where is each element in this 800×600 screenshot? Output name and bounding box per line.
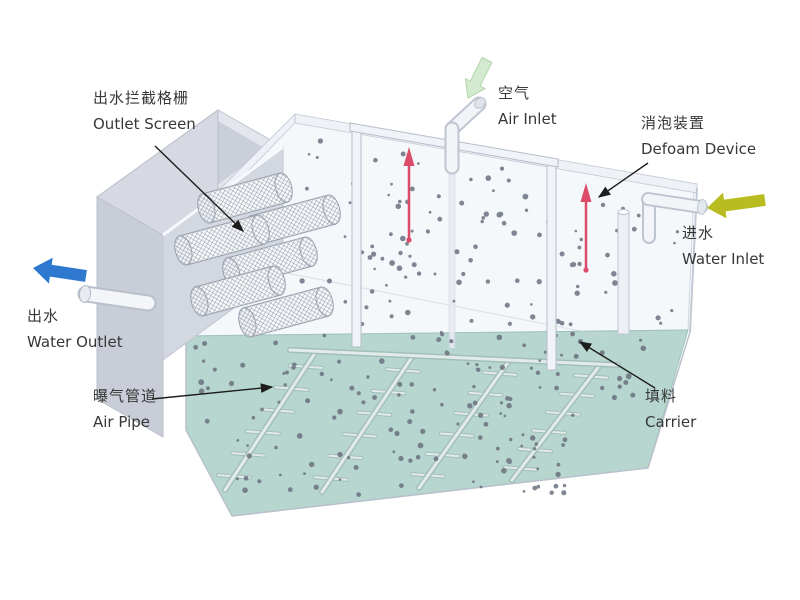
water-outlet-opening xyxy=(78,285,92,303)
label-defoam-device: 消泡装置 Defoam Device xyxy=(641,110,756,162)
defoam-pipe-cap xyxy=(617,209,630,215)
defoam-spray-arrow-1 xyxy=(403,147,415,243)
edge-bottom-front xyxy=(231,467,649,517)
water-outlet-flow-arrow xyxy=(33,257,87,284)
leader-lines xyxy=(151,145,656,400)
label-air-inlet: 空气 Air Inlet xyxy=(498,80,557,132)
edge-right-front xyxy=(647,331,691,469)
screen-cylinder xyxy=(238,286,334,338)
label-defoam-device-en: Defoam Device xyxy=(641,140,757,158)
label-water-outlet-zh: 出水 xyxy=(27,307,60,325)
label-air-inlet-zh: 空气 xyxy=(498,84,531,102)
label-water-outlet: 出水 Water Outlet xyxy=(27,303,123,355)
label-air-pipe: 曝气管道 Air Pipe xyxy=(93,383,157,435)
label-water-outlet-en: Water Outlet xyxy=(27,333,123,351)
label-air-inlet-en: Air Inlet xyxy=(498,110,557,128)
water-inlet-opening xyxy=(696,199,708,215)
label-outlet-screen-zh: 出水拦截格栅 xyxy=(93,89,190,107)
label-outlet-screen-en: Outlet Screen xyxy=(93,115,196,133)
label-water-inlet: 进水 Water Inlet xyxy=(682,220,764,272)
defoam-spray-arrow-2 xyxy=(580,183,592,273)
defoam-device xyxy=(403,147,630,335)
frame-post-right xyxy=(546,159,557,371)
water-outlet-pipe xyxy=(77,285,157,312)
leader-defoam-device xyxy=(597,162,649,198)
label-carrier-zh: 填料 xyxy=(645,387,678,405)
label-air-pipe-zh: 曝气管道 xyxy=(93,387,158,405)
label-carrier: 填料 Carrier xyxy=(645,383,696,435)
air-pipe-opening xyxy=(474,97,486,109)
label-carrier-en: Carrier xyxy=(645,413,697,431)
label-outlet-screen: 出水拦截格栅 Outlet Screen xyxy=(93,85,196,137)
label-air-pipe-en: Air Pipe xyxy=(93,413,150,431)
screen-cylinder xyxy=(197,172,293,224)
label-defoam-device-zh: 消泡装置 xyxy=(641,114,706,132)
spray-base-1 xyxy=(406,237,412,243)
leader-outlet-screen xyxy=(154,145,245,232)
air-inlet-flow-arrow xyxy=(464,57,493,99)
air-inlet-pipe xyxy=(444,96,487,175)
label-water-inlet-zh: 进水 xyxy=(682,224,715,242)
spray-base-2 xyxy=(583,267,589,273)
spray-head-2 xyxy=(580,183,592,202)
water-inlet-flow-arrow xyxy=(707,192,766,219)
water-inlet-pipe xyxy=(641,192,708,244)
defoam-pipe xyxy=(617,211,630,335)
leader-carrier xyxy=(578,341,656,389)
frame-post-left xyxy=(351,126,362,348)
spray-head-1 xyxy=(403,147,415,166)
label-water-inlet-en: Water Inlet xyxy=(682,250,765,268)
screen-cylinder xyxy=(190,265,286,317)
edge-left-front xyxy=(185,429,233,517)
leader-air-pipe xyxy=(151,383,274,400)
chamber-front-wall xyxy=(96,196,164,438)
